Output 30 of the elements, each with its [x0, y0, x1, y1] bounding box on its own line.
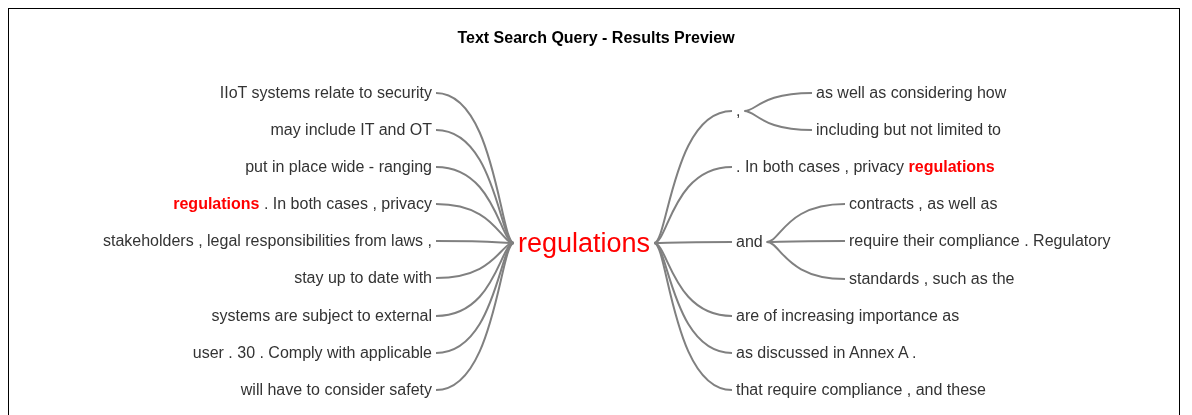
- branch-text: and: [732, 230, 767, 254]
- branch-text: as discussed in Annex A .: [732, 341, 921, 365]
- connector-line: [765, 241, 846, 280]
- branch-text: ,: [732, 99, 745, 123]
- branch-text: stakeholders , legal responsibilities from laws ,: [98, 229, 436, 253]
- branch-text: standards , such as the: [845, 267, 1019, 291]
- branch-text: systems are subject to external: [207, 304, 436, 328]
- connector-line: [743, 110, 813, 131]
- branch-text: including but not limited to: [812, 118, 1005, 142]
- connector-line: [653, 166, 733, 244]
- connector-line: [653, 242, 733, 354]
- branch-text: will have to consider safety: [236, 378, 436, 402]
- branch-text: contracts , as well as: [845, 192, 1002, 216]
- connector-line: [653, 110, 733, 244]
- branch-text: put in place wide - ranging: [241, 155, 436, 179]
- branch-text: user . 30 . Comply with applicable: [188, 341, 436, 365]
- branch-text: may include IT and OT: [266, 118, 436, 142]
- connector-line: [653, 242, 733, 391]
- connector-line: [435, 242, 515, 391]
- title: Text Search Query - Results Preview: [456, 28, 736, 48]
- branch-text: regulations . In both cases , privacy: [169, 192, 436, 216]
- connector-line: [435, 129, 515, 244]
- branch-text: . In both cases , privacy regulations: [732, 155, 999, 179]
- branch-text: stay up to date with: [290, 266, 436, 290]
- central-keyword: regulations: [513, 225, 655, 261]
- branch-text: are of increasing importance as: [732, 304, 964, 328]
- branch-text: that require compliance , and these: [732, 378, 990, 402]
- branch-text: require their compliance . Regulatory: [845, 229, 1115, 253]
- branch-text: IIoT systems relate to security: [215, 81, 436, 105]
- branch-text: as well as considering how: [812, 81, 1011, 105]
